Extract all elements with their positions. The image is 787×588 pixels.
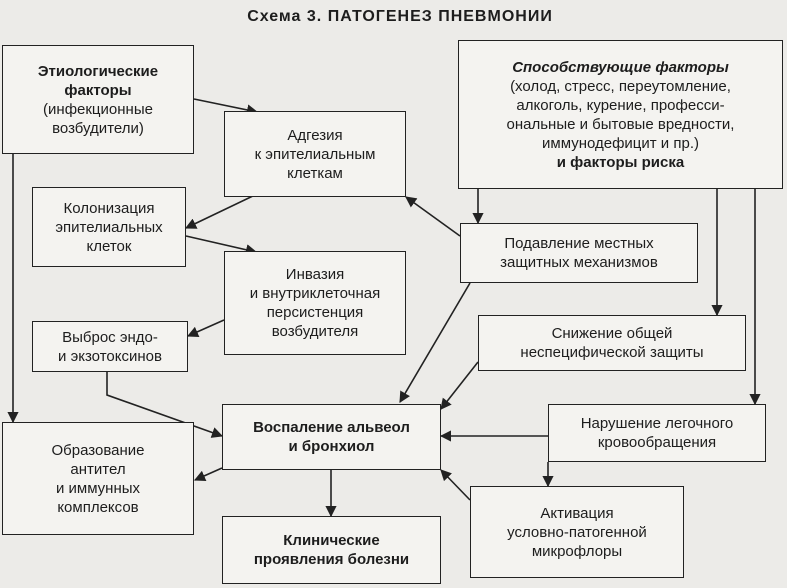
colonization-box: Колонизация эпителиальных клеток xyxy=(32,187,186,267)
local-suppression-box: Подавление местных защитных механизмов xyxy=(460,223,698,283)
clinical-box: Клинические проявления болезни xyxy=(222,516,441,584)
antibodies-line-2: антител xyxy=(70,460,126,478)
invasion-line-3: персистенция xyxy=(266,304,364,321)
local-suppression-line-2: защитных механизмов xyxy=(500,254,658,271)
arrow-general-inflammation xyxy=(440,361,479,410)
contributing-text-1: (холод, стресс, переутомление, xyxy=(510,77,731,95)
adhesion-line-2: к эпителиальным xyxy=(254,145,376,163)
contributing-text-3: ональные и бытовые вредности, xyxy=(506,115,735,133)
circulation-line-1: Нарушение легочного xyxy=(580,415,734,432)
inflammation-box: Воспаление альвеол и бронхиол xyxy=(222,404,441,470)
colonization-line-2: эпителиальных xyxy=(55,218,163,236)
activation-box: Активация условно-патогенной микрофлоры xyxy=(470,486,684,578)
antibodies-box: Образование антител и иммунных комплексо… xyxy=(2,422,194,535)
colonization-line-3: клеток xyxy=(86,237,132,255)
invasion-line-1: Инвазия xyxy=(285,266,345,283)
arrow-etiology-adhesion xyxy=(193,98,259,116)
antibodies-line-1: Образование xyxy=(51,441,145,459)
inflammation-line-2: и бронхиол xyxy=(288,438,375,455)
circulation-box: Нарушение легочного кровообращения xyxy=(548,404,766,462)
arrow-local-adhesion xyxy=(405,196,461,237)
local-suppression-line-1: Подавление местных xyxy=(504,235,654,252)
colonization-line-1: Колонизация xyxy=(63,199,155,217)
activation-line-3: микрофлоры xyxy=(531,542,623,560)
arrow-inflammation-antibodies xyxy=(193,467,223,482)
arrow-local-inflammation xyxy=(399,282,471,403)
etiology-heading-2: факторы xyxy=(64,81,132,99)
diagram-title: Схема 3. ПАТОГЕНЕЗ ПНЕВМОНИИ xyxy=(247,8,553,25)
etiology-text-2: возбудители) xyxy=(52,119,144,137)
activation-line-2: условно-патогенной xyxy=(507,523,647,541)
clinical-line-2: проявления болезни xyxy=(253,551,410,568)
invasion-line-4: возбудителя xyxy=(271,323,359,340)
etiology-heading-1: Этиологические xyxy=(37,62,159,80)
toxins-line-1: Выброс эндо- xyxy=(62,328,158,346)
antibodies-line-4: комплексов xyxy=(57,498,139,516)
contributing-text-2: алкоголь, курение, професси- xyxy=(516,96,725,114)
arrow-adhesion-colonization xyxy=(184,194,256,229)
general-decrease-box: Снижение общей неспецифической защиты xyxy=(478,315,746,371)
adhesion-line-3: клеткам xyxy=(287,164,343,182)
clinical-line-1: Клинические xyxy=(283,532,380,549)
antibodies-line-3: и иммунных xyxy=(55,479,141,497)
arrow-invasion-toxins xyxy=(186,319,225,338)
adhesion-line-1: Адгезия xyxy=(287,126,343,144)
invasion-box: Инвазия и внутриклеточная персистенция в… xyxy=(224,251,406,355)
etiology-text-1: (инфекционные xyxy=(43,100,153,118)
arrow-activation-inflammation xyxy=(440,469,471,501)
arrow-colonization-invasion xyxy=(185,235,258,256)
contributing-factors-box: Способствующие факторы (холод, стресс, п… xyxy=(458,40,783,189)
contributing-tail: и факторы риска xyxy=(556,153,685,171)
general-decrease-line-2: неспецифической защиты xyxy=(520,344,704,361)
activation-line-1: Активация xyxy=(540,504,614,522)
adhesion-box: Адгезия к эпителиальным клеткам xyxy=(224,111,406,197)
general-decrease-line-1: Снижение общей xyxy=(551,325,673,342)
etiology-box: Этиологические факторы (инфекционные воз… xyxy=(2,45,194,154)
invasion-line-2: и внутриклеточная xyxy=(249,285,381,302)
toxins-box: Выброс эндо- и экзотоксинов xyxy=(32,321,188,372)
inflammation-line-1: Воспаление альвеол xyxy=(253,419,410,436)
toxins-line-2: и экзотоксинов xyxy=(58,347,162,365)
circulation-line-2: кровообращения xyxy=(597,434,717,451)
contributing-heading: Способствующие факторы xyxy=(512,58,729,76)
contributing-text-4: иммунодефицит и пр.) xyxy=(542,134,699,152)
